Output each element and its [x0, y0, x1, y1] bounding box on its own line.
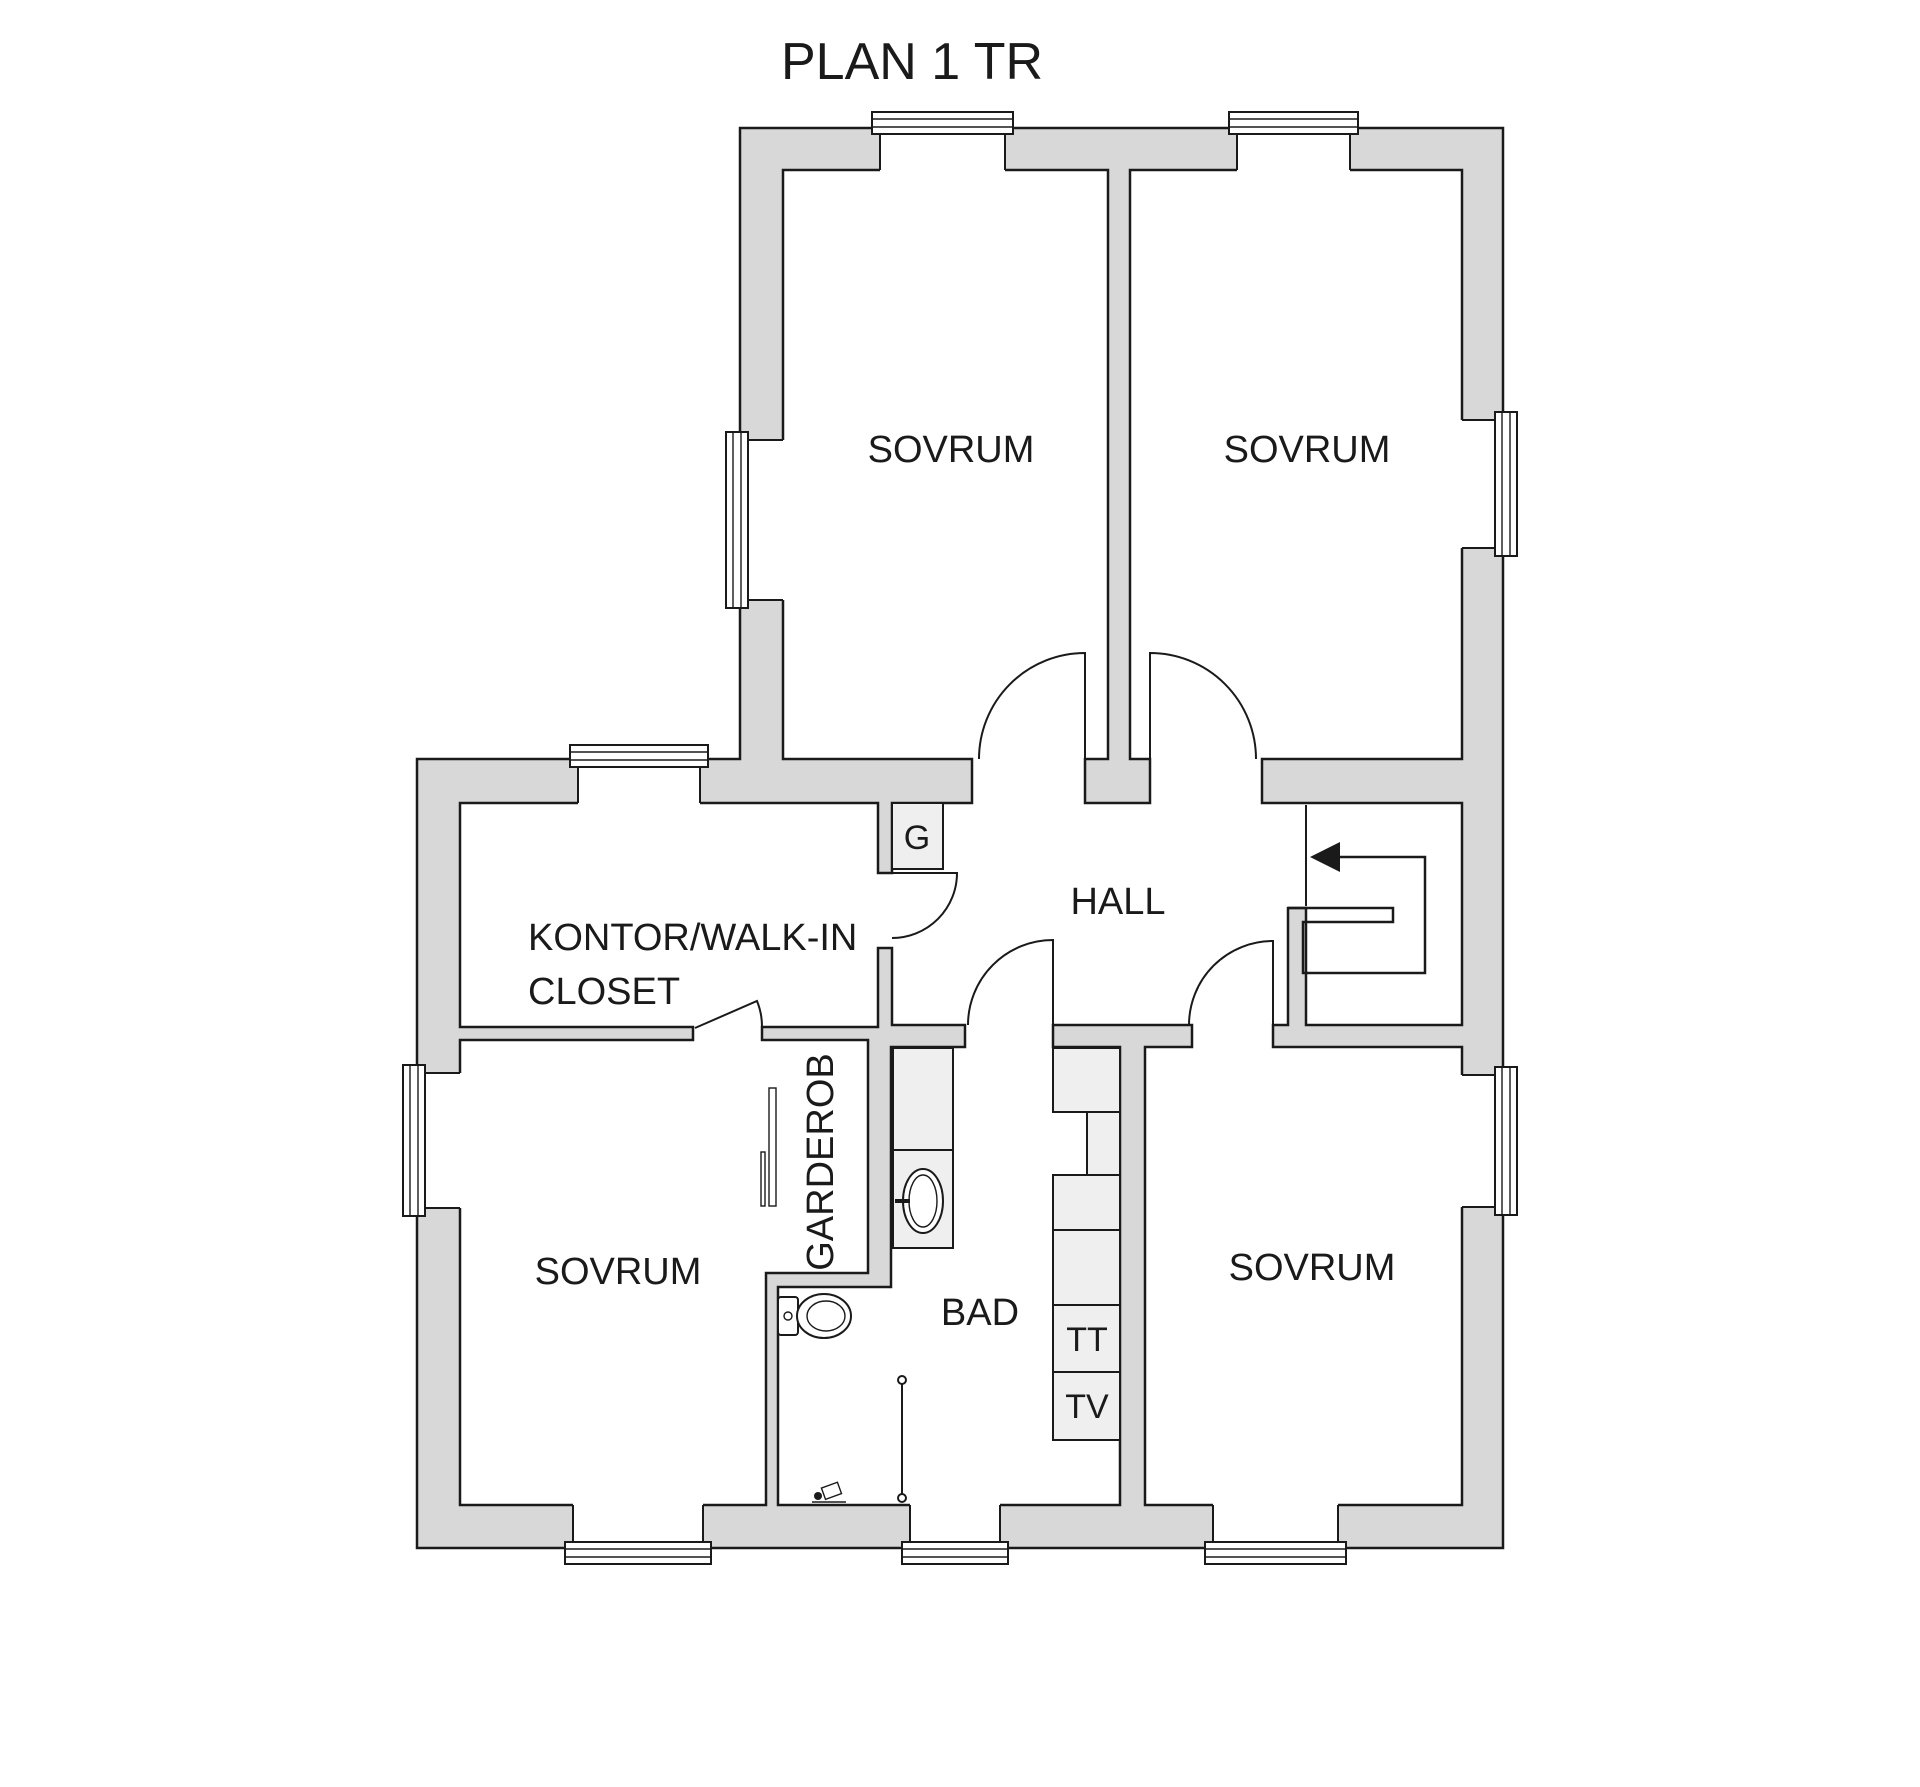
- label-closet-g: G: [904, 819, 930, 857]
- toilet-button: [783, 1311, 793, 1321]
- room-label-office-line2: CLOSET: [528, 971, 680, 1013]
- door-bathroom: [967, 938, 1054, 1026]
- walls: [415, 126, 1505, 1550]
- stair-direction-arrow-icon: [1310, 842, 1340, 872]
- door-bottom-left-bedroom: [694, 999, 764, 1029]
- room-label-bedroom-top-right: SOVRUM: [1224, 429, 1391, 471]
- window-upper-left-wall: [725, 431, 786, 609]
- door-top-left-bedroom: [978, 651, 1086, 760]
- label-cabinet-tv: TV: [1065, 1388, 1109, 1426]
- page-title: PLAN 1 TR: [781, 33, 1043, 91]
- window-kontor: [569, 744, 709, 806]
- cabinet-tt-box: [1052, 1304, 1121, 1373]
- shower: [812, 1375, 907, 1503]
- window-bottom-right-bedroom: [1204, 1502, 1347, 1565]
- label-wardrobe: GARDEROB: [800, 1053, 842, 1270]
- label-cabinet-tt: TT: [1066, 1321, 1108, 1359]
- stairs: [1288, 805, 1427, 975]
- room-label-bedroom-bottom-right: SOVRUM: [1229, 1247, 1396, 1289]
- room-label-bedroom-top-left: SOVRUM: [868, 429, 1035, 471]
- room-label-bedroom-bottom-left: SOVRUM: [535, 1251, 702, 1293]
- cabinet-column: [1052, 1047, 1121, 1441]
- toilet: [777, 1293, 852, 1339]
- door-kontor: [891, 872, 959, 939]
- window-left-wall-bottom: [402, 1064, 463, 1217]
- window-top-left-bedroom: [871, 111, 1014, 173]
- sink-counter: [892, 1047, 954, 1249]
- room-label-hall: HALL: [1070, 881, 1165, 923]
- closet-g-box: [891, 802, 944, 870]
- shower-drain: [814, 1492, 822, 1500]
- cabinet-tv-box: [1052, 1371, 1121, 1441]
- door-top-right-bedroom: [1149, 651, 1257, 760]
- window-right-wall-top: [1459, 411, 1518, 557]
- door-bottom-right-bedroom: [1188, 939, 1274, 1026]
- stair-run: [1288, 855, 1427, 975]
- shower-mixer: [820, 1481, 843, 1501]
- room-label-bathroom: BAD: [941, 1292, 1019, 1334]
- window-top-right-bedroom: [1228, 111, 1359, 173]
- window-bathroom: [901, 1502, 1009, 1565]
- window-bottom-left-bedroom: [564, 1502, 712, 1565]
- room-label-office-line1: KONTOR/WALK-IN: [528, 917, 857, 959]
- wardrobe-rails: [760, 1087, 777, 1207]
- window-right-wall-bottom: [1459, 1066, 1518, 1216]
